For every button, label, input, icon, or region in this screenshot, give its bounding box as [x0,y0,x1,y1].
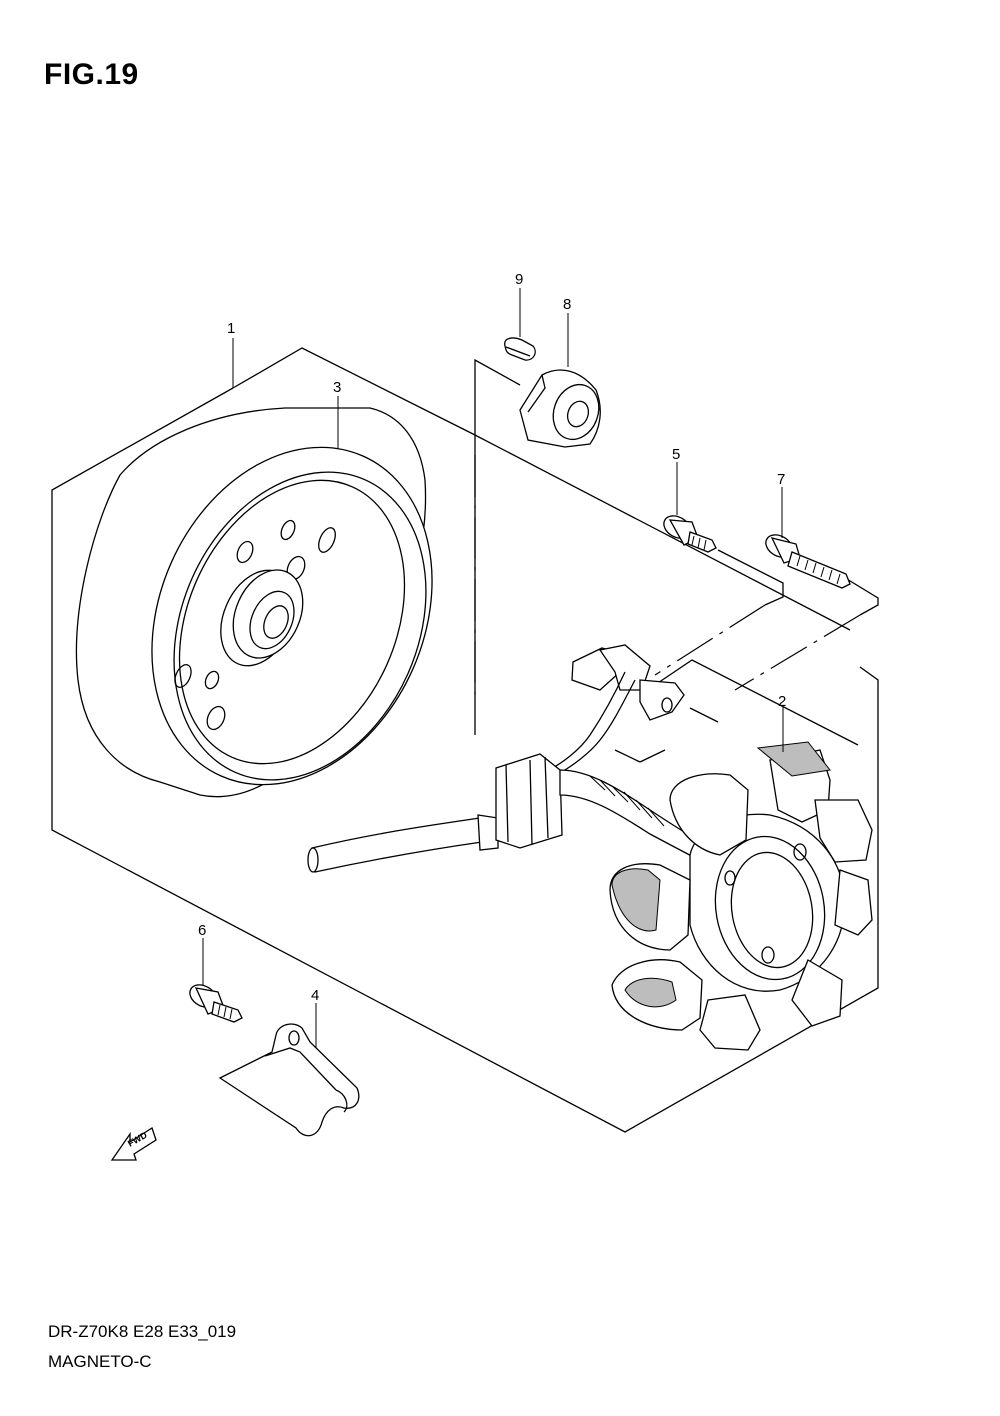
short-screw [663,515,717,553]
flywheel-rotor [75,407,433,798]
forward-direction-arrow: FWD [110,1127,157,1161]
callout-3: 3 [333,379,341,396]
stator-assembly [609,741,873,1051]
center-lines [474,455,861,700]
callout-9: 9 [515,271,523,288]
callout-2: 2 [778,693,786,710]
callout-1: 1 [227,320,235,337]
callout-5: 5 [672,446,680,463]
callout-leaders [202,288,784,1048]
callout-7: 7 [777,471,785,488]
callout-8: 8 [563,296,571,313]
figure-title: FIG.19 [44,58,139,91]
pickup-coil [547,644,685,776]
callout-labels: 1 2 3 4 5 6 7 8 9 [198,271,786,1004]
section-name: MAGNETO-C [48,1352,152,1371]
woodruff-key [504,337,536,361]
callout-6: 6 [198,922,206,939]
model-code: DR-Z70K8 E28 E33_019 [48,1322,237,1341]
assembly-frame [51,347,879,1133]
retainer-screw [189,984,243,1023]
long-screw [765,534,851,589]
wire-clamp [218,1023,360,1137]
callout-4: 4 [311,987,319,1004]
rotor-nut [519,369,601,448]
wire-harness [307,753,740,882]
